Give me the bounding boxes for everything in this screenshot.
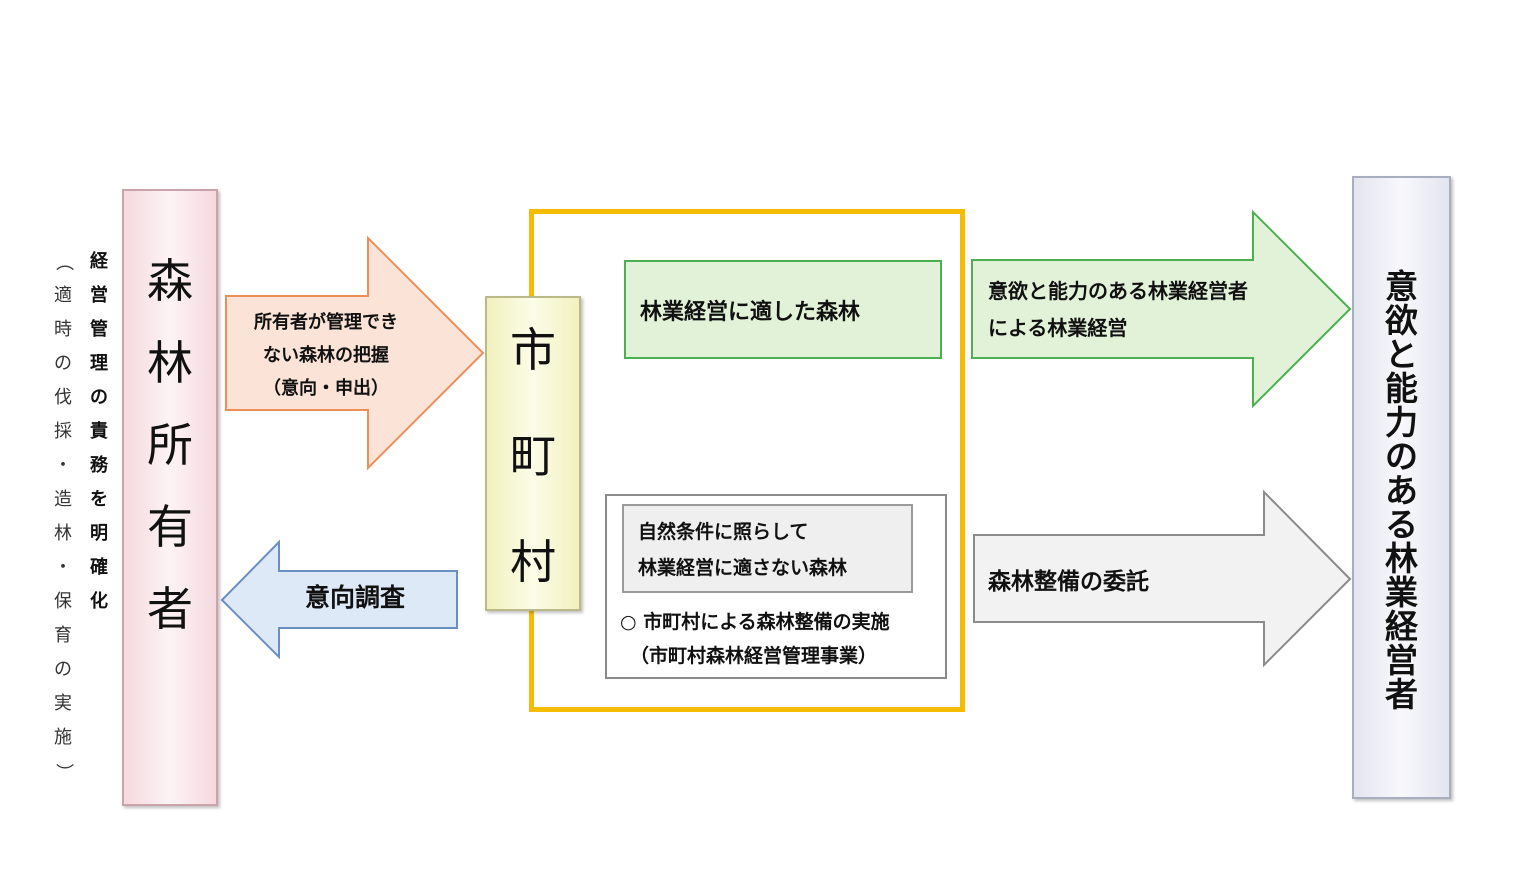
municipal-maintenance-note: ○ 市町村による森林整備の実施 (620, 611, 890, 633)
management-arrow (971, 209, 1352, 409)
municipality-bar (485, 296, 581, 611)
survey-arrow-text: 意向調査 (304, 583, 405, 612)
survey-arrow (220, 539, 458, 660)
forestry-manager-bar (1352, 176, 1451, 799)
forest-owner-label: 森 林 所 有 者 (147, 254, 193, 636)
municipal-project-note: （市町村森林経営管理事業） (630, 645, 878, 667)
suitable-forest-box: 林業経営に適した森林 (624, 260, 942, 359)
management-arrow-text: 意欲と能力のある林業経営者 による林業経営 (988, 279, 1248, 340)
consign-arrow (973, 489, 1352, 668)
unsuitable-forest-box: 自然条件に照らして 林業経営に適さない森林 (622, 504, 913, 593)
owner-duties-detail: （ 適 時 の 伐 採 ・ 造 林 ・ 保 育 の 実 施 ） (53, 253, 74, 781)
municipality-label: 市 町 村 (510, 323, 556, 589)
forestry-manager-label: 意 欲 と 能 力 の あ る 林 業 経 営 者 (1385, 267, 1418, 714)
forest-owner-bar (122, 189, 218, 806)
grasp-arrow (225, 235, 485, 471)
grasp-arrow-text: 所有者が管理でき ない森林の把握 （意向・申出） (254, 312, 398, 399)
owner-duties-heading: 経 営 管 理 の 責 務 を 明 確 化 (90, 251, 108, 612)
consign-arrow-text: 森林整備の委託 (988, 569, 1149, 595)
